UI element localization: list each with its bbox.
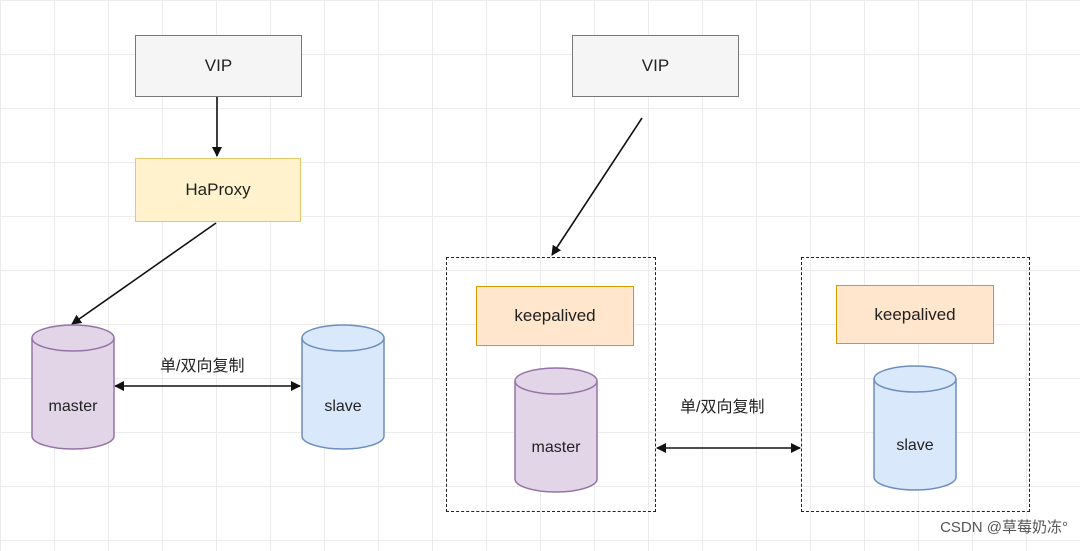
left-vip-box: VIP	[135, 35, 302, 97]
left-slave-label: slave	[324, 398, 362, 415]
node1-master-db: master	[514, 367, 598, 493]
node1-container	[446, 257, 656, 512]
haproxy-box: HaProxy	[135, 158, 301, 222]
database-cylinder-icon	[301, 324, 385, 450]
left-slave-db: slave	[301, 324, 385, 450]
database-cylinder-icon	[31, 324, 115, 450]
database-cylinder-icon	[514, 367, 598, 493]
node1-keepalived-box: keepalived	[476, 286, 634, 346]
left-vip-label: VIP	[204, 56, 233, 75]
watermark: CSDN @草莓奶冻°	[940, 519, 1068, 536]
left-replication-label: 单/双向复制	[160, 358, 245, 375]
node1-master-label: master	[531, 439, 581, 456]
left-master-db: master	[31, 324, 115, 450]
node2-slave-db: slave	[873, 365, 957, 491]
node2-keepalived-label: keepalived	[874, 304, 956, 324]
node2-container	[801, 257, 1030, 512]
right-vip-box: VIP	[572, 35, 739, 97]
left-master-label: master	[48, 398, 98, 415]
node2-slave-label: slave	[896, 437, 934, 454]
node1-keepalived-label: keepalived	[514, 306, 596, 325]
database-cylinder-icon	[873, 365, 957, 491]
arrow-vip-to-node1	[551, 117, 643, 256]
right-replication-label: 单/双向复制	[680, 399, 765, 416]
node2-keepalived-box: keepalived	[836, 285, 994, 344]
haproxy-label: HaProxy	[185, 180, 251, 199]
arrow-haproxy-to-master	[71, 222, 217, 325]
right-vip-label: VIP	[641, 56, 670, 75]
